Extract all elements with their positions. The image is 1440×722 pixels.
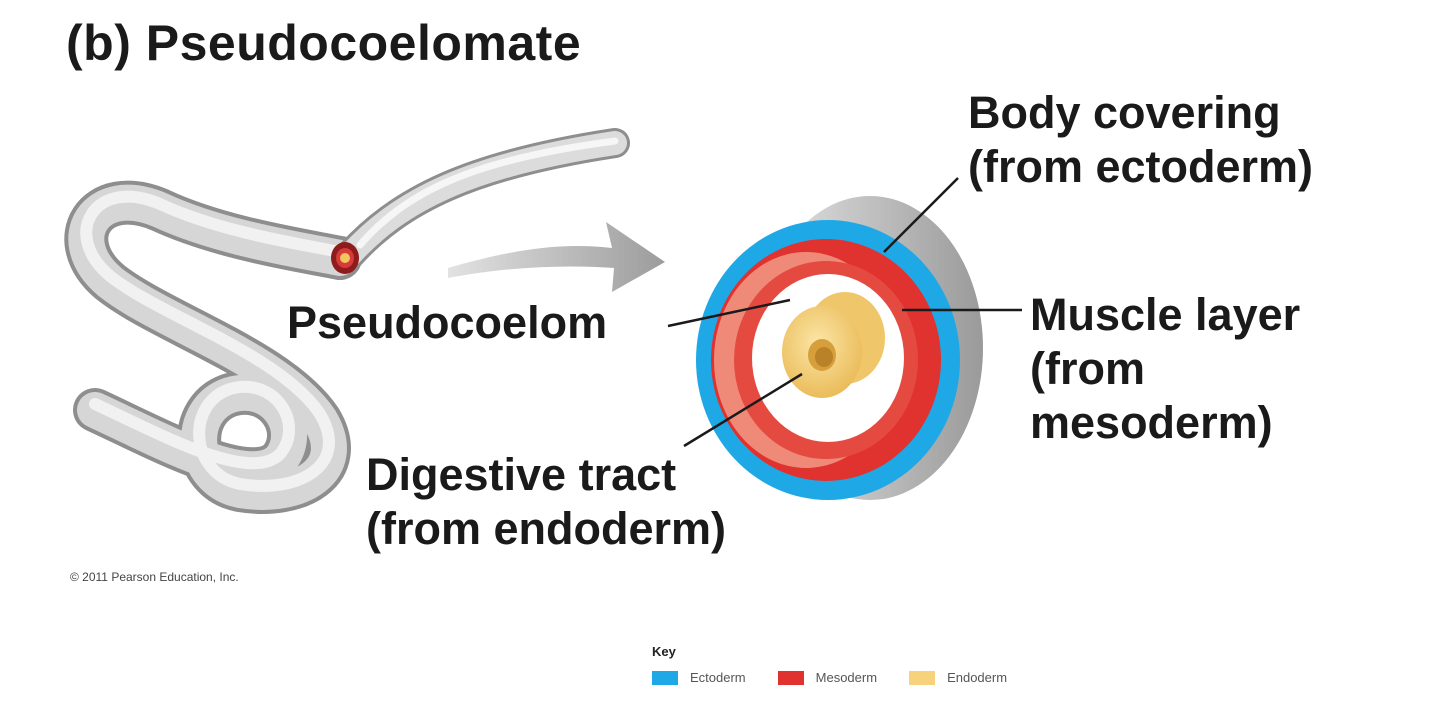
copyright-notice: © 2011 Pearson Education, Inc.: [70, 570, 239, 584]
key-item-mesoderm: Mesoderm: [777, 670, 878, 685]
muscle-layer-label: Muscle layer (from mesoderm): [1030, 288, 1300, 450]
key-label-ectoderm: Ectoderm: [690, 670, 746, 685]
arrow-icon: [448, 222, 665, 292]
leader-lines: [667, 177, 1022, 448]
pseudocoelom-leader: [667, 298, 791, 328]
digestive-tract-line-1: Digestive tract: [366, 449, 677, 500]
body-covering-leader: [883, 177, 959, 253]
body-covering-line-2: (from ectoderm): [968, 141, 1314, 192]
worm-illustration: [64, 128, 630, 514]
key-label-mesoderm: Mesoderm: [815, 670, 878, 685]
digestive-tract-label: Digestive tract (from endoderm): [366, 448, 726, 556]
key-label-endoderm: Endoderm: [947, 670, 1008, 685]
digestive-tract-line-2: (from endoderm): [366, 503, 726, 554]
digestive-tract-leader: [683, 372, 803, 448]
key-item-endoderm: Endoderm: [909, 670, 1007, 685]
figure-title: (b) Pseudocoelomate: [66, 15, 582, 71]
mesoderm-swatch: [777, 670, 804, 685]
body-covering-line-1: Body covering: [968, 87, 1281, 138]
key-legend: Ectoderm Mesoderm Endoderm: [652, 670, 1039, 685]
key-item-ectoderm: Ectoderm: [652, 670, 746, 685]
muscle-layer-line-2: (from: [1030, 343, 1145, 394]
pseudocoelom-label: Pseudocoelom: [287, 297, 608, 348]
cross-section-illustration: [696, 196, 983, 500]
body-covering-label: Body covering (from ectoderm): [968, 86, 1313, 194]
key-title: Key: [652, 644, 676, 659]
muscle-layer-line-3: mesoderm): [1030, 397, 1273, 448]
ectoderm-swatch: [652, 670, 678, 685]
endoderm-swatch: [909, 670, 936, 685]
muscle-layer-line-1: Muscle layer: [1030, 289, 1301, 340]
